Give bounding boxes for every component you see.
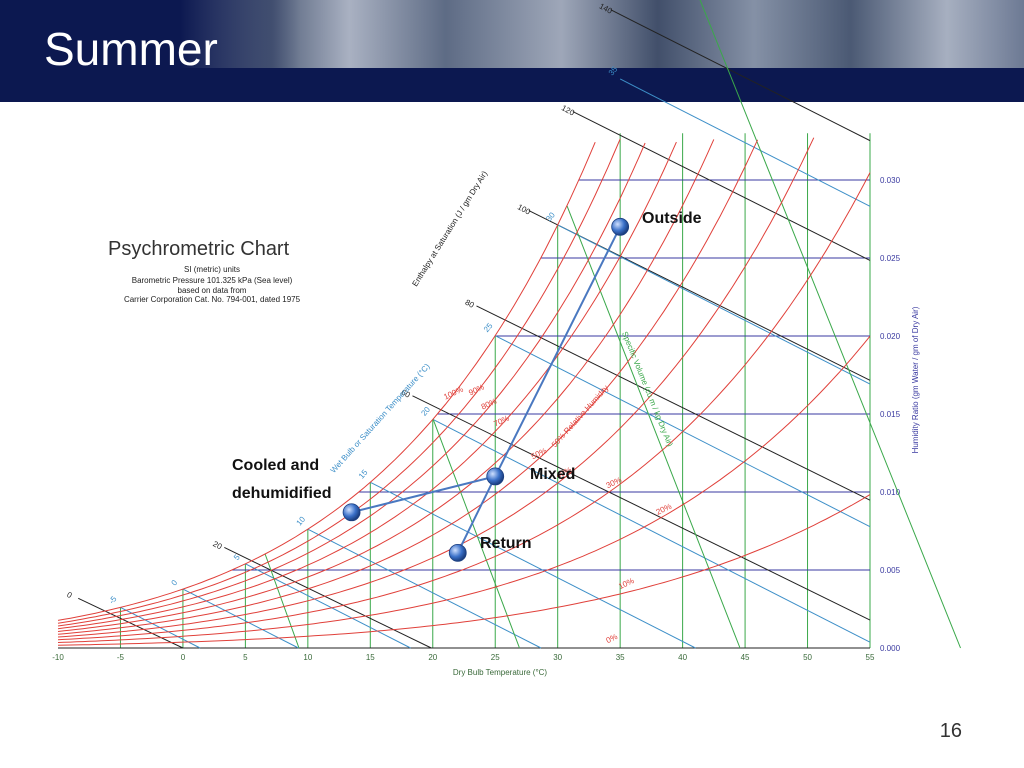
volume-line [264, 553, 300, 649]
y-axis-label: Humidity Ratio (gm Water / gm of Dry Air… [911, 306, 920, 453]
y-tick-label: 0.020 [880, 332, 901, 341]
x-tick-label: 0 [181, 653, 186, 662]
annotation-cooled-line-2: dehumidified [232, 485, 332, 502]
enthalpy-line [476, 305, 871, 501]
x-tick-label: 30 [553, 653, 562, 662]
rh-curve [57, 139, 759, 635]
point-marker-return [448, 543, 467, 562]
annotation-cooled-line-1: Cooled and [232, 457, 319, 474]
x-tick-label: 25 [491, 653, 500, 662]
point-marker-mixed [486, 467, 505, 486]
x-tick-label: 5 [243, 653, 248, 662]
rh-curve [57, 142, 646, 627]
volume-line [699, 0, 961, 649]
enthalpy-tick-label: 80 [464, 298, 477, 310]
wetbulb-tick-label: 20 [419, 405, 432, 418]
rh-tick-label: 100% [442, 385, 464, 402]
y-tick-label: 0.010 [880, 488, 901, 497]
y-tick-label: 0.005 [880, 566, 901, 575]
enthalpy-tick-label: 100 [516, 202, 532, 216]
enthalpy-line [78, 597, 184, 649]
rh-curve [57, 141, 677, 630]
x-tick-label: 45 [741, 653, 750, 662]
x-tick-label: -10 [52, 653, 64, 662]
enthalpy-tick-label: 20 [211, 539, 224, 551]
chart-marks [342, 217, 630, 562]
slide-title: Summer [44, 23, 218, 75]
y-tick-label: 0.025 [880, 254, 901, 263]
x-tick-label: 55 [866, 653, 875, 662]
annotation-outside: Outside [642, 210, 702, 227]
enthalpy-tick-label: 120 [560, 103, 576, 117]
y-tick-label: 0.015 [880, 410, 901, 419]
enthalpy-axis-label: Enthalpy at Saturation (J / gm Dry Air) [410, 169, 489, 288]
annotation-return: Return [480, 535, 532, 552]
wetbulb-tick-label: 10 [294, 514, 307, 527]
wetbulb-tick-label: 15 [357, 468, 370, 481]
rh-tick-label: 0% [605, 632, 619, 645]
header-banner: Summer [0, 0, 1024, 102]
x-tick-label: -5 [117, 653, 125, 662]
wetbulb-line [619, 78, 871, 207]
point-marker-outside [611, 217, 630, 236]
chart-subtitle-line-1: SI (metric) units [184, 265, 240, 274]
wetbulb-tick-label: 0 [170, 578, 180, 588]
volume-line [566, 205, 741, 649]
rh-curve [57, 138, 621, 624]
enthalpy-tick-label: 140 [598, 2, 614, 16]
rh-curve [57, 137, 815, 638]
x-tick-label: 15 [366, 653, 375, 662]
rh-curve [57, 142, 596, 621]
wetbulb-line [307, 528, 542, 649]
wetbulb-line [432, 418, 871, 643]
page-number: 16 [939, 720, 962, 742]
x-tick-label: 35 [616, 653, 625, 662]
wetbulb-axis-label: Wet Bulb or Saturation Temperature (°C) [329, 362, 432, 475]
enthalpy-line [610, 9, 871, 142]
wetbulb-line [370, 481, 696, 649]
process-arrow-line [359, 475, 496, 512]
enthalpy-line [224, 547, 432, 649]
rh-curve [57, 494, 871, 646]
wetbulb-tick-label: -5 [107, 594, 119, 606]
wetbulb-tick-label: 30 [544, 210, 557, 223]
enthalpy-line [572, 111, 871, 261]
y-tick-label: 0.000 [880, 644, 901, 653]
volume-line [432, 418, 520, 649]
chart-subtitle-line-3: based on data from [178, 286, 247, 295]
enthalpy-tick-label: 0 [65, 590, 74, 600]
rh-curve [57, 335, 871, 643]
header-fade [0, 0, 300, 102]
y-tick-label: 0.030 [880, 176, 901, 185]
x-tick-label: 10 [303, 653, 312, 662]
rh-curves: 0%10%20%30%40%50%70%80%90%100% [57, 137, 871, 646]
x-axis-label: Dry Bulb Temperature (°C) [453, 668, 548, 677]
chart-subtitle-line-4: Carrier Corporation Cat. No. 794-001, da… [124, 295, 301, 304]
rh-curve [57, 172, 871, 641]
enthalpy-line [412, 395, 871, 621]
chart-title: Psychrometric Chart [108, 238, 290, 260]
wetbulb-tick-label: 35 [607, 64, 620, 77]
wetbulb-line [245, 563, 411, 649]
annotation-mixed: Mixed [530, 466, 575, 483]
rh-curve [57, 139, 715, 632]
point-marker-cooled-and-dehumidified [342, 503, 361, 522]
wetbulb-tick-label: 5 [232, 552, 242, 562]
wetbulb-line [557, 224, 871, 385]
x-tick-label: 20 [428, 653, 437, 662]
volume-axis-label: Specific Volume (cu m / kg Dry Air) [620, 330, 675, 448]
chart-subtitle-line-2: Barometric Pressure 101.325 kPa (Sea lev… [132, 276, 293, 285]
rh-curve-label: 50% Relative Humidity [550, 383, 611, 449]
rh-tick-label: 20% [655, 502, 673, 517]
x-tick-label: 50 [803, 653, 812, 662]
wetbulb-tick-label: 25 [482, 321, 495, 334]
x-tick-label: 40 [678, 653, 687, 662]
